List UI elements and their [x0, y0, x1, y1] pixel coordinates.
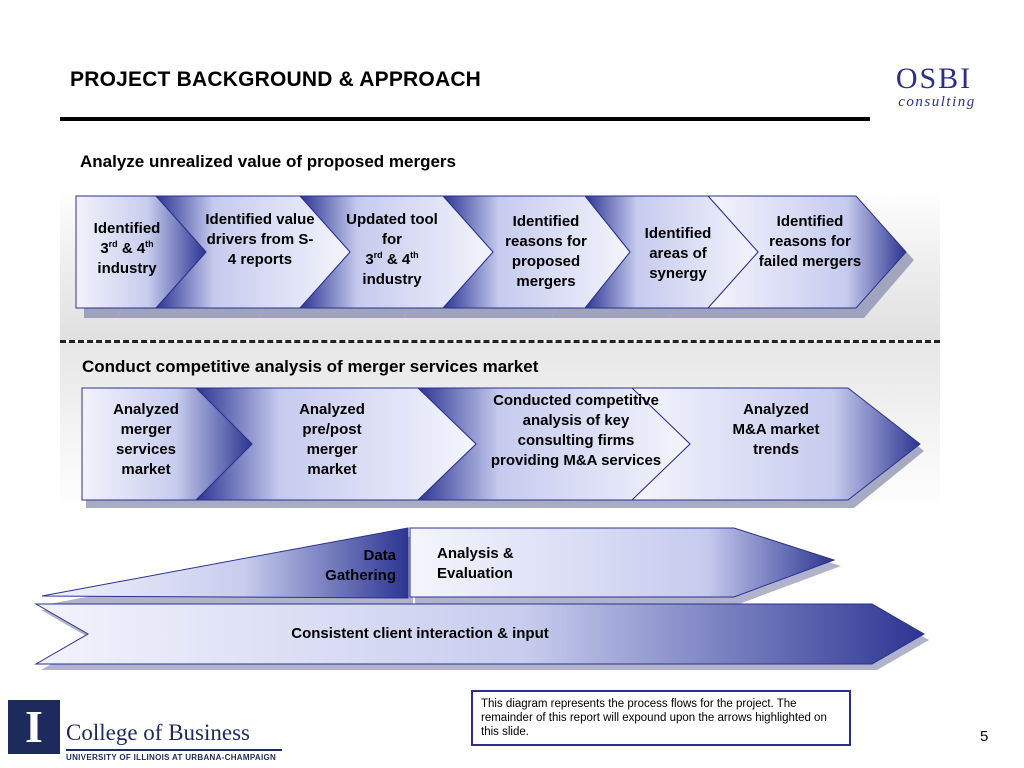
- s1-step-1-line3: industry: [97, 260, 157, 277]
- page-title: PROJECT BACKGROUND & APPROACH: [70, 68, 482, 91]
- s2-step-4-label: Analyzed M&A market trends: [732, 401, 820, 458]
- section1-heading: Analyze unrealized value of proposed mer…: [80, 152, 457, 171]
- university-name: UNIVERSITY OF ILLINOIS AT URBANA-CHAMPAI…: [66, 753, 277, 762]
- s1-step-1-line1: Identified: [93, 220, 161, 237]
- client-interaction-label: Consistent client interaction & input: [291, 625, 549, 642]
- osbi-logo: OSBI consulting: [884, 62, 984, 111]
- dashed-divider: [60, 340, 940, 343]
- client-interaction-arrow: [34, 603, 926, 665]
- s1-step-6-label: Identified reasons for failed mergers: [758, 213, 862, 270]
- college-of-business-logo: I College of Business UNIVERSITY OF ILLI…: [8, 700, 282, 764]
- logo-main: OSBI: [895, 62, 973, 95]
- s2-step-2-label: Analyzed pre/post merger market: [299, 401, 365, 478]
- s1-step-2-label: Identified value drivers from S-4 report…: [205, 211, 315, 268]
- s1-step-3-line2: 3rd & 4th: [365, 250, 419, 269]
- illinois-block-icon: [8, 700, 60, 754]
- title-rule: [60, 117, 870, 121]
- s1-step-1-label: Identified 3rd & 4th industry: [84, 219, 170, 279]
- illinois-i-icon: I: [25, 701, 43, 752]
- college-name: College of Business: [66, 720, 250, 745]
- s1-step-5-label: Identified areas of synergy: [644, 225, 712, 282]
- s1-step-3-line4: industry: [362, 271, 422, 288]
- page-number: 5: [980, 728, 989, 745]
- s1-step-3-line1: Updated tool for: [346, 211, 438, 248]
- s2-step-1: [81, 387, 253, 501]
- analysis-arrow: [409, 527, 836, 598]
- s2-step-1-label: Analyzed merger services market: [113, 401, 179, 478]
- s1-step-3-label: Updated tool for 3rd & 4th industry: [346, 210, 438, 290]
- s1-step-1: [75, 195, 207, 309]
- data-gathering-label: Data Gathering: [325, 547, 396, 584]
- s1-step-4-label: Identified reasons for proposed mergers: [505, 213, 587, 290]
- logo-sub: consulting: [898, 94, 976, 110]
- s1-step-1-line2: 3rd & 4th: [100, 239, 154, 258]
- s2-step-3-label: Conducted competitive analysis of key co…: [490, 392, 662, 469]
- logo-divider: [66, 749, 282, 751]
- analysis-label: Analysis & Evaluation: [437, 545, 514, 582]
- note-box: This diagram represents the process flow…: [471, 690, 851, 746]
- section2-heading: Conduct competitive analysis of merger s…: [82, 357, 539, 376]
- data-gathering-wedge: [41, 527, 409, 599]
